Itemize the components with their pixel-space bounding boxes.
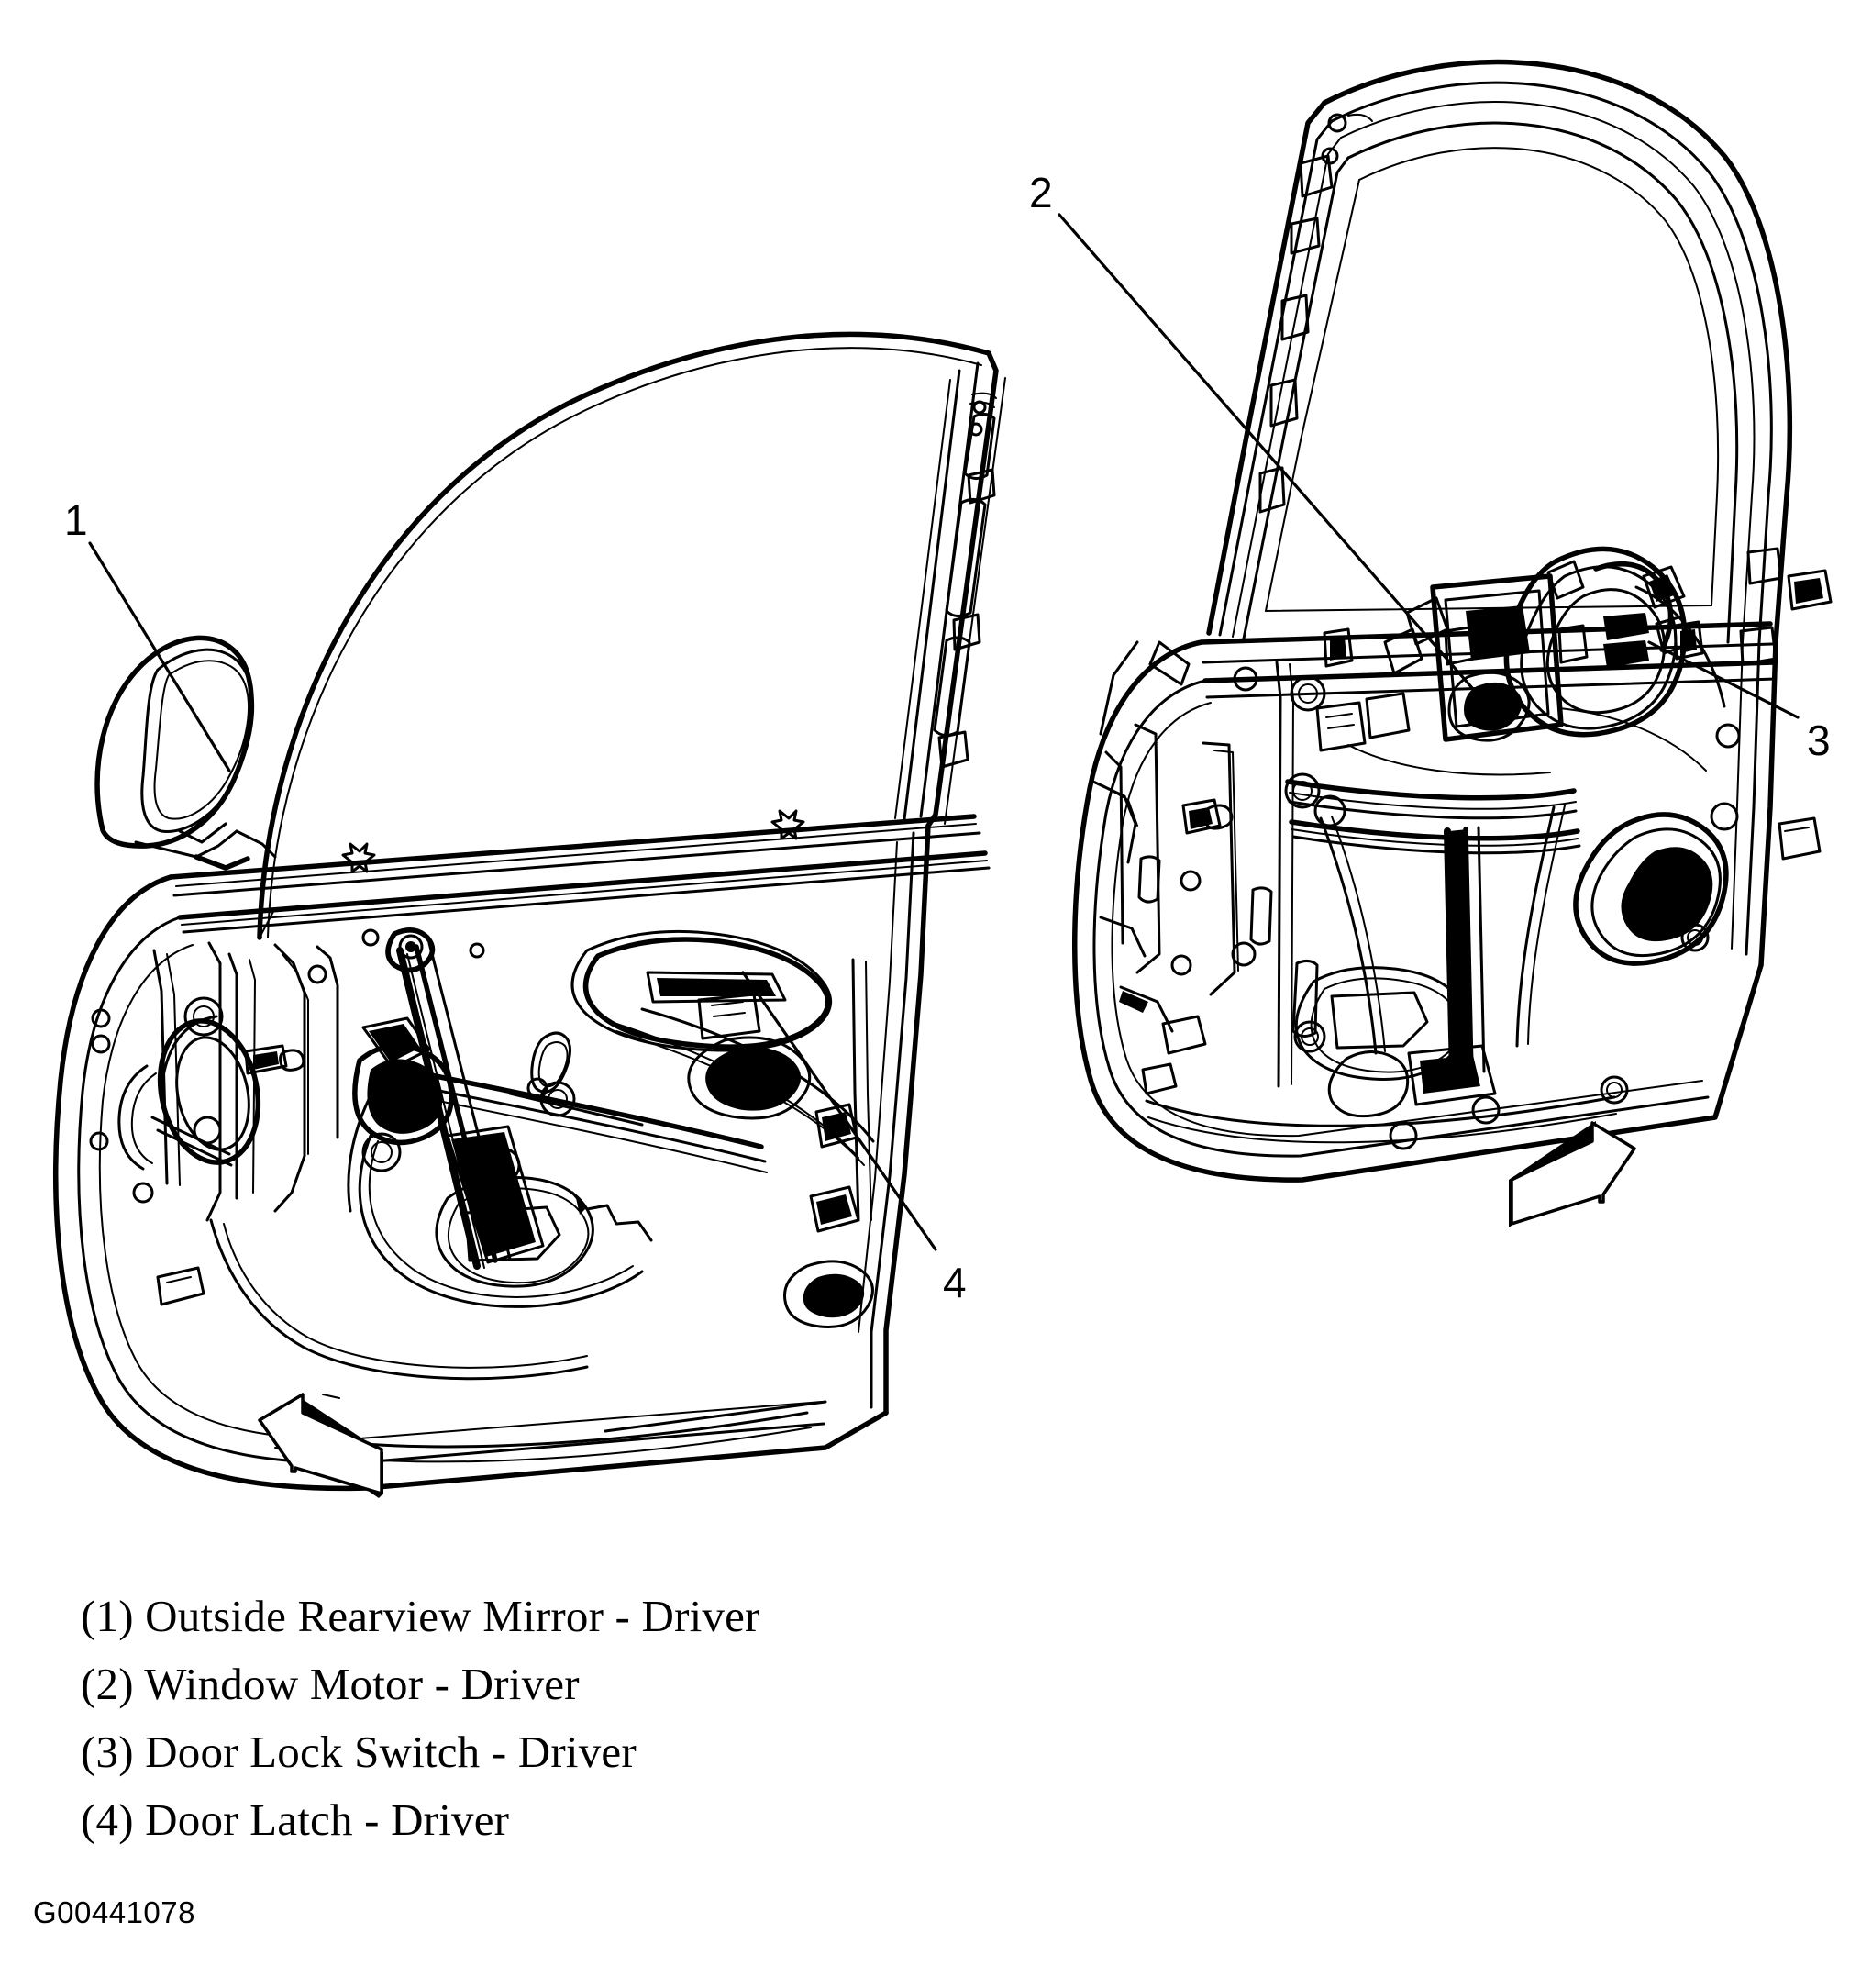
door-window-glass <box>257 331 991 940</box>
door-misc-hardware <box>89 1008 653 1306</box>
leader-line-1 <box>88 541 231 772</box>
figure-id-code: G00441078 <box>33 1895 195 1929</box>
door-belt-line-rails <box>168 809 991 934</box>
door-window-opening <box>1265 147 1720 612</box>
component-legend: (1) Outside Rearview Mirror - Driver (2)… <box>81 1583 1181 1854</box>
direction-arrow-right <box>1509 1121 1636 1227</box>
door-intrusion-beam <box>382 1063 768 1173</box>
callout-number-3: 3 <box>1807 716 1831 764</box>
door-lock-switch-module <box>1593 561 1693 655</box>
outside-rearview-mirror <box>94 635 277 871</box>
door-latch-assembly <box>570 929 875 1329</box>
right-door-view <box>1072 59 1833 1227</box>
callout-number-2: 2 <box>1029 169 1053 217</box>
leader-line-2 <box>1058 213 1506 727</box>
direction-arrow-left <box>258 1393 383 1498</box>
door-window-frame <box>1206 59 1833 968</box>
leader-line-4 <box>741 971 937 1251</box>
callout-leader-lines <box>88 213 1800 1251</box>
left-door-view <box>53 331 1006 1498</box>
door-inner-panel-outline <box>1072 639 1764 1183</box>
leader-line-3 <box>1647 640 1800 719</box>
door-inner-panel-stampings <box>117 928 594 1381</box>
door-hinge-side-detail <box>1091 640 1234 1095</box>
callout-number-1: 1 <box>64 496 88 544</box>
legend-item-3: (3) Door Lock Switch - Driver <box>81 1727 637 1777</box>
legend-item-1: (1) Outside Rearview Mirror - Driver <box>81 1591 760 1641</box>
window-regulator-assembly <box>150 927 644 1308</box>
door-rear-frame-channel <box>894 350 1006 828</box>
legend-item-2: (2) Window Motor - Driver <box>81 1659 580 1709</box>
inner-panel-stampings <box>1104 661 1741 1150</box>
legend-item-4: (4) Door Latch - Driver <box>81 1794 510 1845</box>
callout-number-4: 4 <box>943 1259 967 1306</box>
window-regulator-motor-assembly <box>1285 546 1726 1118</box>
